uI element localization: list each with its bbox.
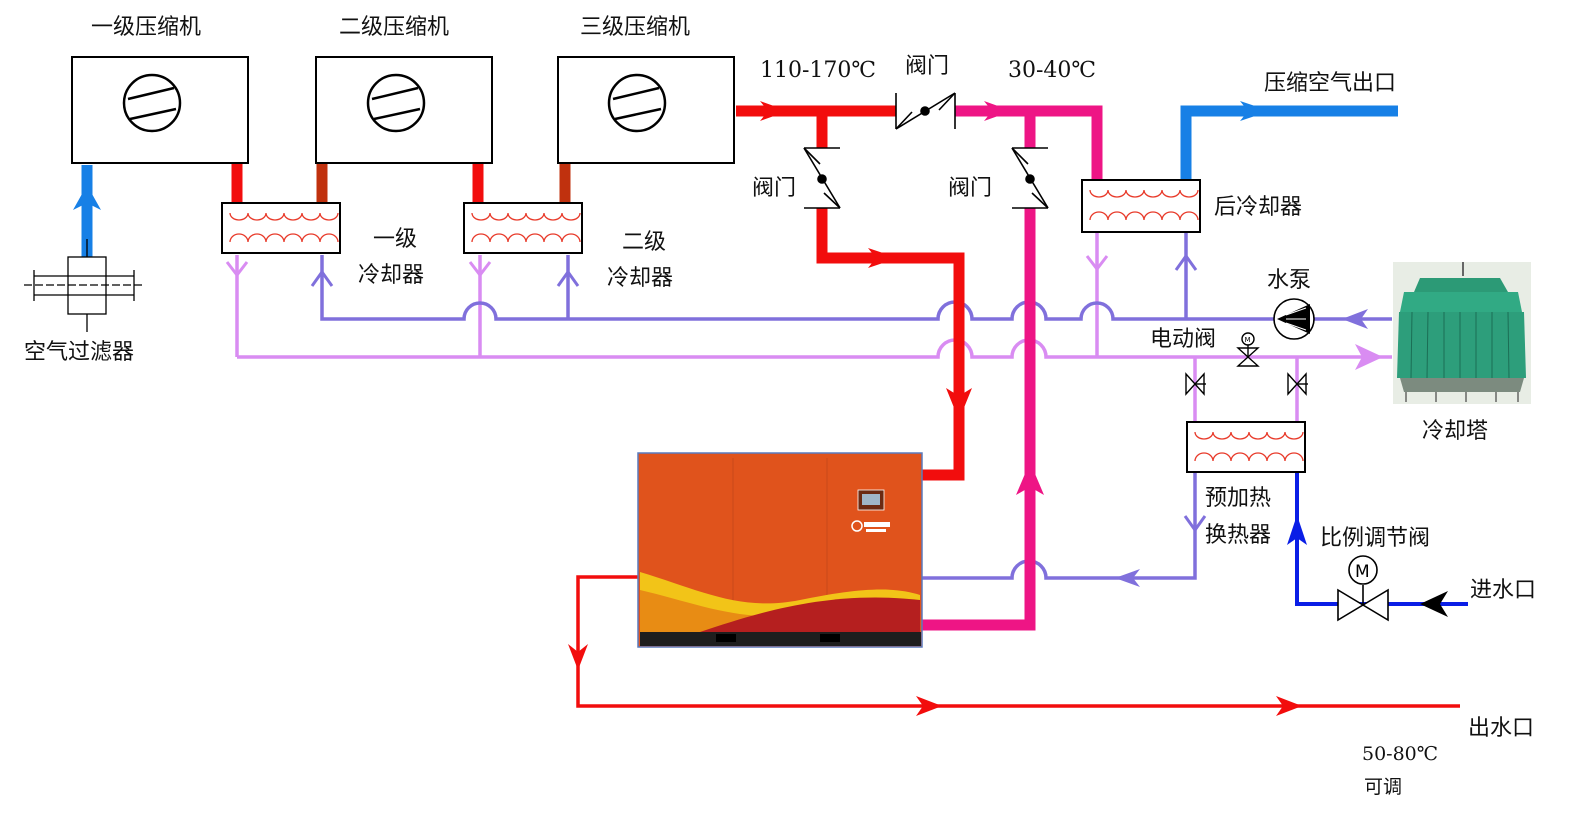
air-filter [24,239,144,332]
valve-top-label: 阀门 [905,54,949,79]
stage1-cooler [221,202,341,254]
svg-text:M: M [1245,336,1251,344]
compressor-symbol-icon [366,73,426,133]
water-outlet-pipe [568,575,1460,716]
stage2-cooler [463,202,583,254]
inlet-arrow [1420,591,1448,617]
hot-temp-label: 110-170℃ [760,58,876,83]
check-valve-icon [895,91,956,130]
gate-valve-icon [1185,372,1206,396]
cooler2-label-line2: 冷却器 [607,266,673,291]
compressor-2 [315,56,493,164]
cooling-return-line [310,232,1392,587]
cooler1-label-line2: 冷却器 [358,263,424,288]
cooler2-label-line1: 二级 [622,230,666,255]
proportional-valve-label: 比例调节阀 [1320,526,1430,551]
water-inlet-label: 进水口 [1470,578,1536,603]
cooling-supply-line [225,232,1392,422]
compressor3-label: 三级压缩机 [580,15,690,40]
interstage-pipes [231,163,571,203]
heat-recovery-unit [637,452,923,648]
hot-discharge-pipe [736,101,972,481]
water-inlet-pipe [1287,472,1468,606]
air-filter-label: 空气过滤器 [24,340,134,365]
air-outlet-pipe [1180,101,1398,182]
aftercooler [1081,179,1201,233]
preheat-label-line2: 换热器 [1205,523,1271,548]
electric-valve-label: 电动阀 [1150,327,1216,352]
preheat-exchanger [1186,421,1306,473]
warm-temp-label: 30-40℃ [1008,58,1096,83]
gate-valve-icon [1287,372,1308,396]
compressor-symbol-icon [122,73,182,133]
cooler1-label-line1: 一级 [373,227,417,252]
adjustable-label: 可调 [1364,776,1402,798]
check-valve-icon [802,147,842,209]
compressor1-label: 一级压缩机 [91,15,201,40]
compressor-1 [71,56,249,164]
check-valve-icon [1010,147,1050,209]
pump-icon [1273,298,1315,340]
compressor-symbol-icon [607,73,667,133]
valve-left-label: 阀门 [752,176,796,201]
cooling-tower-icon [1393,262,1531,404]
motorized-valve-icon: M [1236,332,1260,367]
outlet-temp-label: 50-80℃ [1362,743,1438,765]
valve-mid-label: 阀门 [948,176,992,201]
pump-label: 水泵 [1267,268,1311,293]
water-outlet-label: 出水口 [1468,716,1534,741]
warm-air-pipe [922,101,1103,631]
preheat-label-line1: 预加热 [1205,486,1271,511]
proportional-valve: M [1337,555,1389,622]
compressor-3 [557,56,735,164]
compressor2-label: 二级压缩机 [339,15,449,40]
air-outlet-label: 压缩空气出口 [1264,71,1396,96]
svg-text:M: M [1355,562,1370,582]
aftercooler-label: 后冷却器 [1214,195,1302,220]
cooling-tower-label: 冷却塔 [1422,419,1488,444]
